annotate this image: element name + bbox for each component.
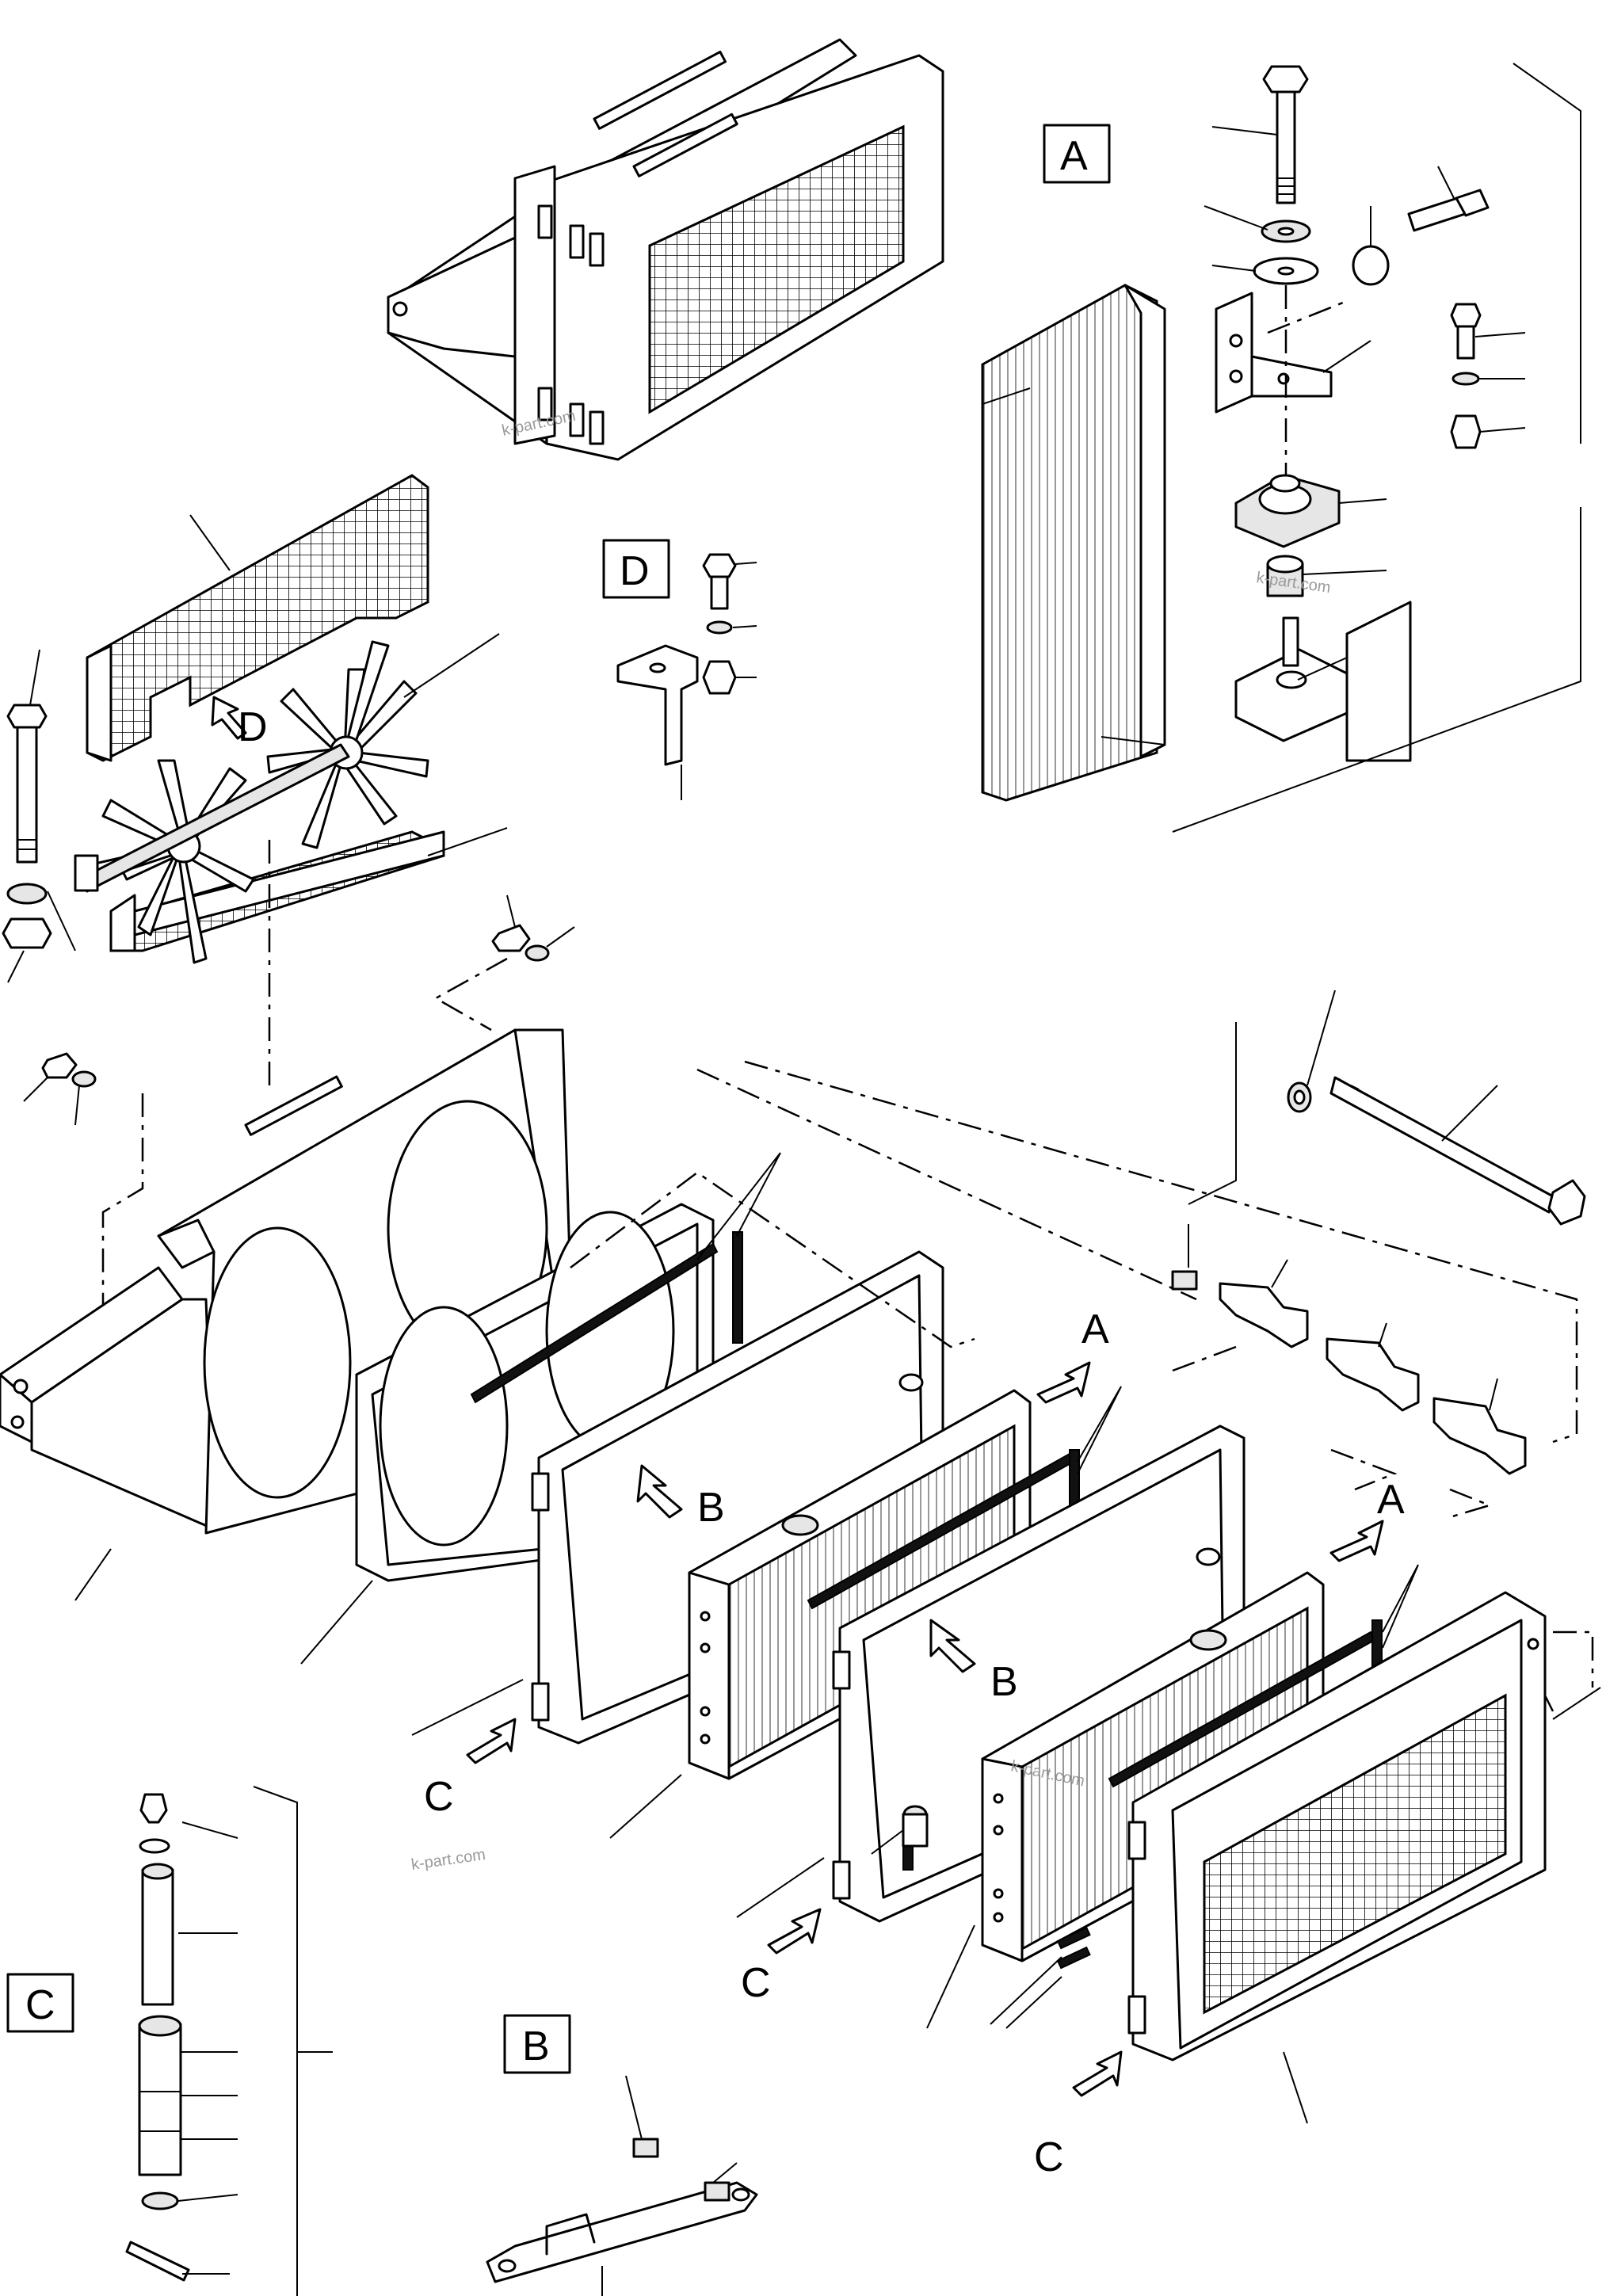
assembled-cooler-unit bbox=[387, 38, 944, 461]
detail-d-label: D bbox=[620, 548, 650, 594]
retaining-clips bbox=[696, 1060, 1601, 1720]
callout-label-c1: C bbox=[424, 1774, 454, 1820]
detail-b-box bbox=[503, 2014, 571, 2074]
callout-label-b2: B bbox=[990, 1659, 1018, 1705]
callout-label-d: D bbox=[238, 704, 268, 750]
detail-c-label: C bbox=[25, 1982, 55, 2028]
detail-c-pin: C bbox=[6, 1786, 333, 2296]
detail-d-box bbox=[602, 539, 670, 599]
detail-c-box bbox=[6, 1973, 74, 2033]
callout-label-c2: C bbox=[741, 1960, 771, 2006]
radiator-core-2 bbox=[926, 1564, 1419, 2029]
detail-b-link: B bbox=[486, 2014, 758, 2296]
detail-d-bracket: D bbox=[602, 539, 757, 800]
detail-a-box bbox=[1043, 124, 1111, 184]
callout-arrows bbox=[211, 696, 1384, 2097]
callout-label-a1: A bbox=[1081, 1306, 1109, 1352]
front-grille bbox=[990, 1591, 1547, 2124]
watermark: k-part.com bbox=[410, 1846, 487, 1874]
tie-rod bbox=[1188, 990, 1586, 1226]
callout-labels: D A A B B C C C bbox=[238, 704, 1405, 2180]
callout-label-a2: A bbox=[1377, 1477, 1405, 1523]
detail-b-label: B bbox=[522, 2023, 550, 2069]
detail-a-mount: A bbox=[981, 63, 1581, 833]
fan-right bbox=[266, 640, 429, 849]
detail-a-label: A bbox=[1060, 133, 1088, 179]
callout-label-c3: C bbox=[1034, 2134, 1064, 2180]
fan-assembly bbox=[2, 474, 575, 1364]
callout-label-b1: B bbox=[697, 1485, 725, 1531]
